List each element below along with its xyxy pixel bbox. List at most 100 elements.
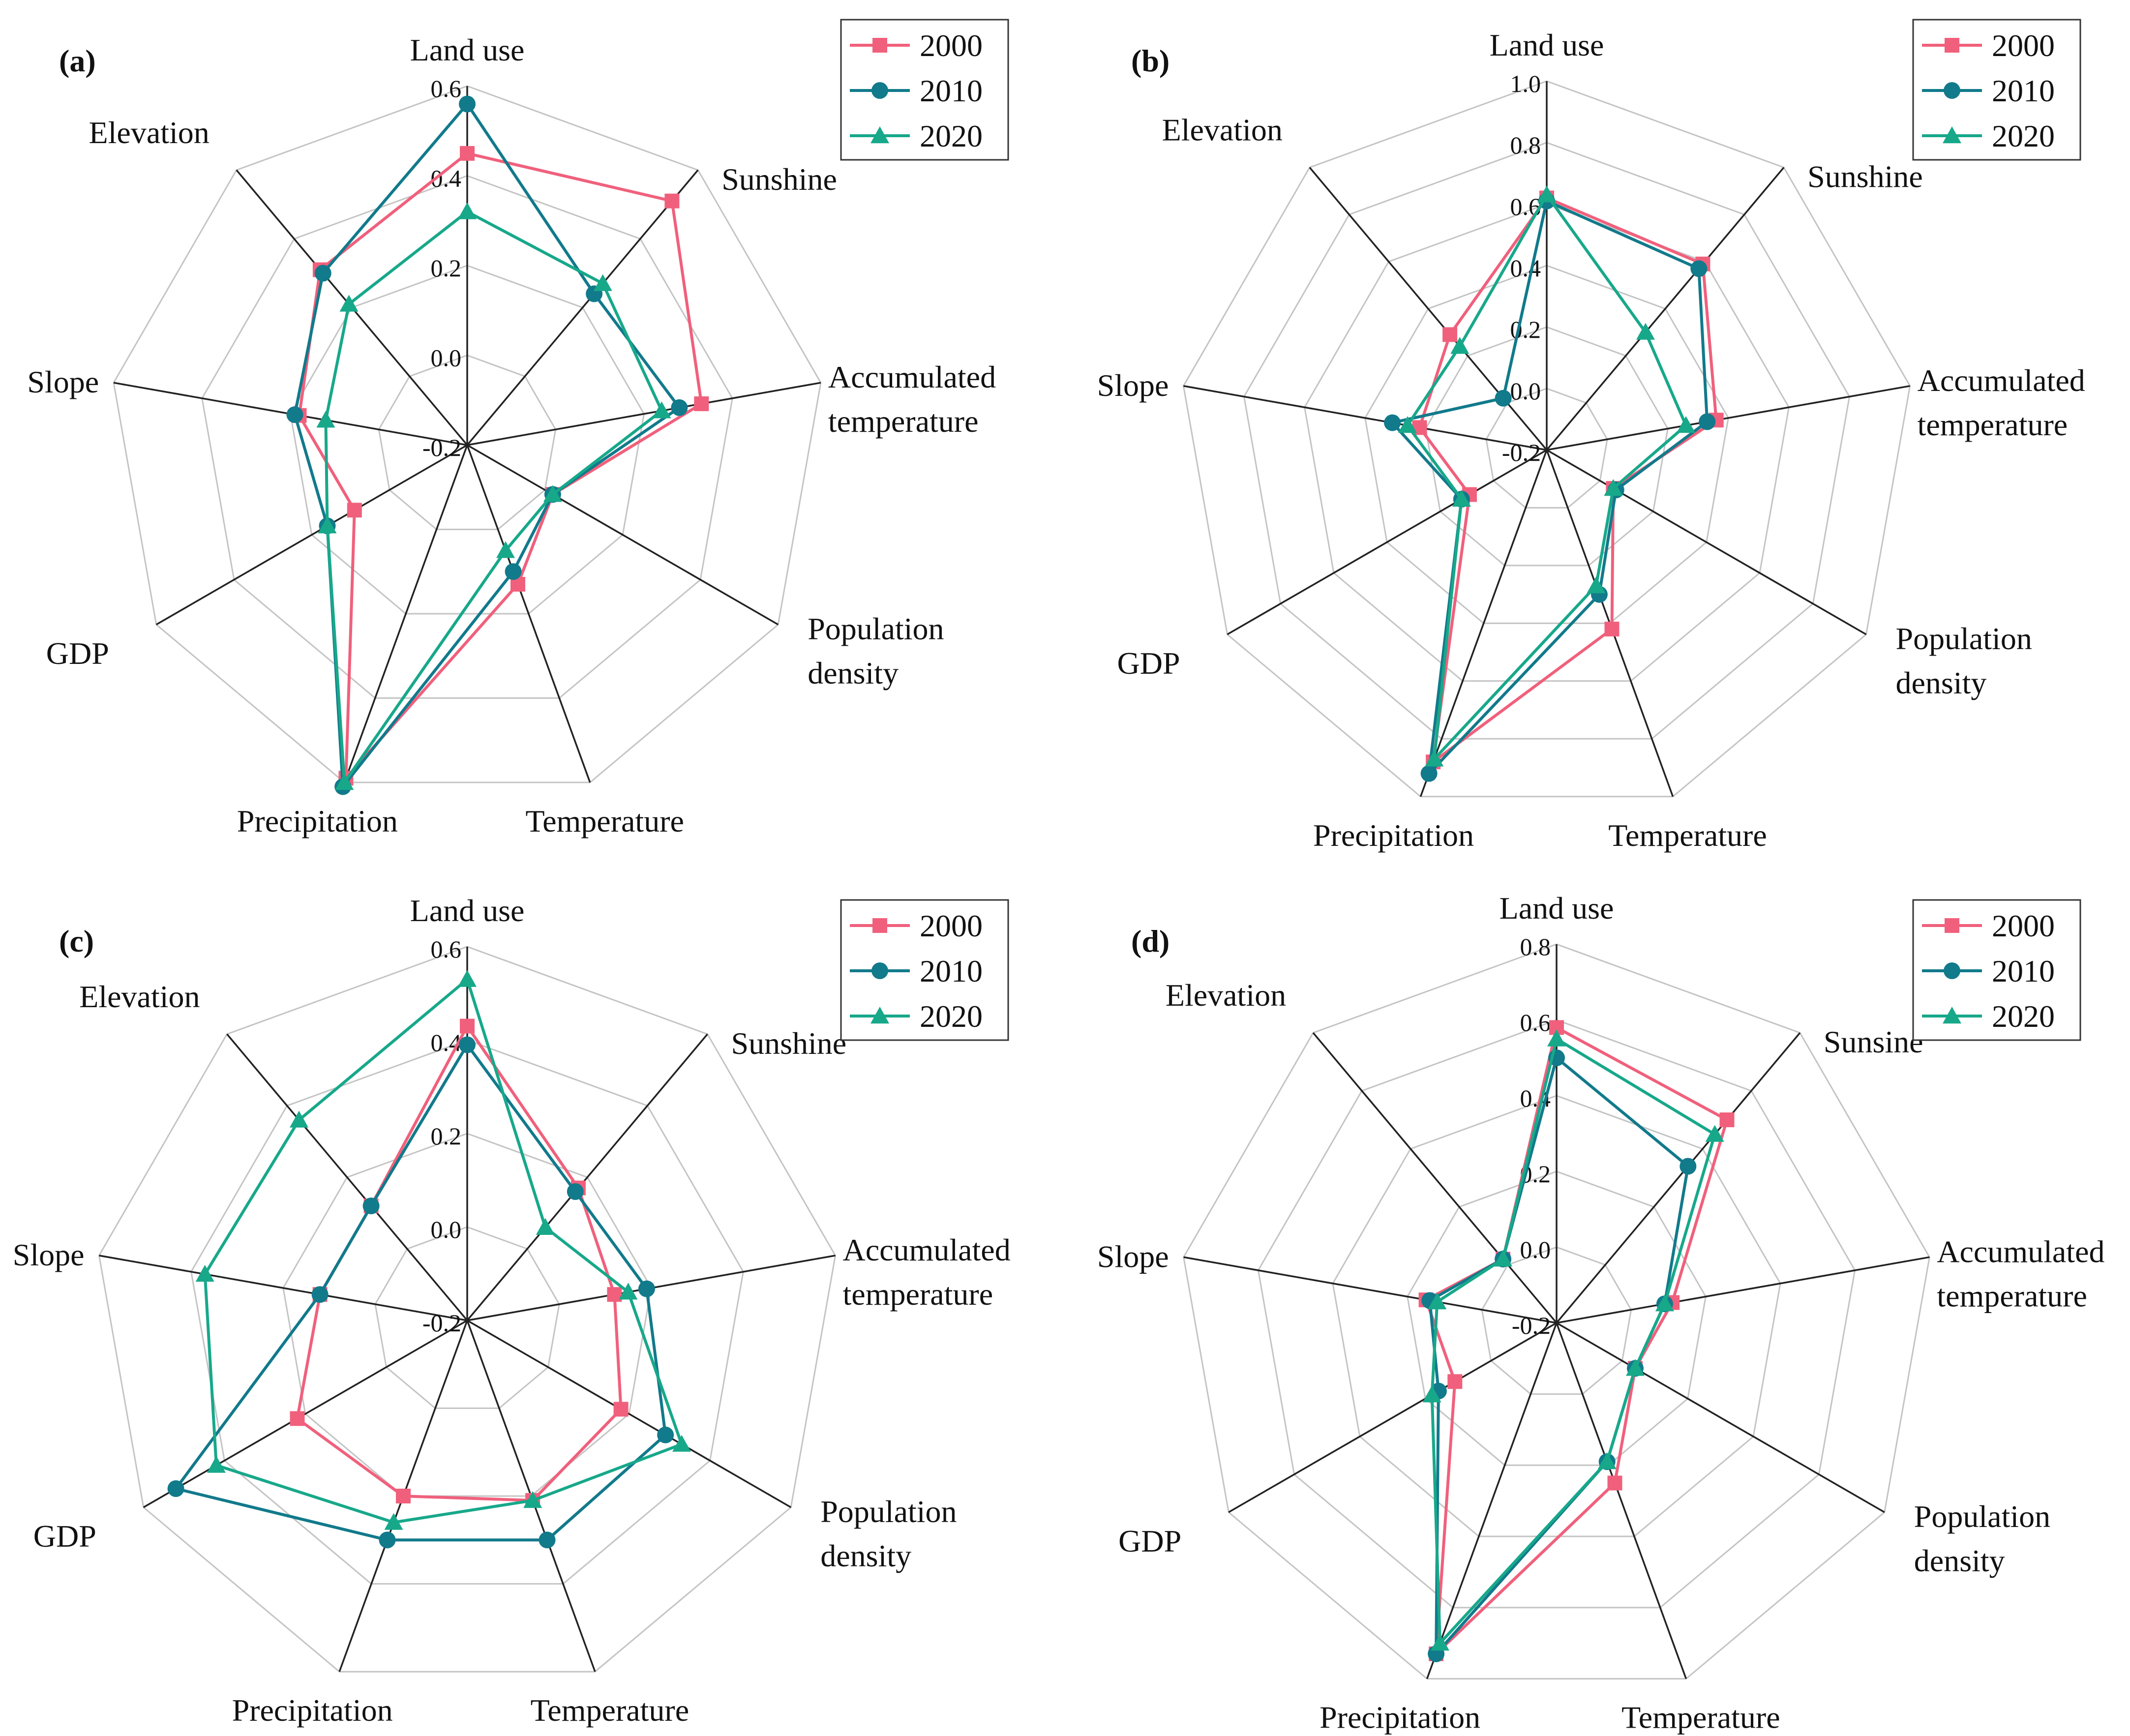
- axis-label-land-use: Land use: [1500, 891, 1614, 926]
- axis-spoke: [1426, 1322, 1558, 1679]
- data-point-2020-population-density: [543, 485, 562, 502]
- data-point-2010-population-density: [657, 1426, 674, 1443]
- data-point-2020-accumulated-temperature: [1655, 1294, 1674, 1312]
- axis-spoke: [466, 169, 699, 446]
- grid-ring: [1332, 1095, 1781, 1537]
- data-point-2020-sunshine: [1636, 323, 1655, 340]
- axis-label-precipitation: Precipitation: [1313, 818, 1474, 853]
- axis-label-line: density: [1896, 665, 1987, 700]
- data-point-2000-population-density: [613, 1402, 629, 1417]
- data-point-2020-slope: [316, 411, 335, 428]
- axis-spoke: [1546, 167, 1785, 451]
- axis-label-elevation: Elevation: [1162, 113, 1283, 148]
- data-point-2000-land-use: [460, 1018, 475, 1034]
- data-point-2010-slope: [311, 1286, 329, 1303]
- series-line-2020: [324, 210, 663, 784]
- data-point-2010-elevation: [1495, 389, 1512, 407]
- legend-marker-2010: [871, 82, 888, 99]
- axis-spoke: [1546, 449, 1867, 635]
- legend-marker-2010: [871, 962, 888, 979]
- legend-item-2010: 2010: [850, 954, 983, 988]
- grid-ring: [190, 1039, 744, 1585]
- axis-label-temperature: Temperature: [1608, 818, 1767, 853]
- data-point-2000-gdp: [290, 1411, 305, 1426]
- axis-spoke: [1546, 385, 1910, 451]
- axis-label-line: density: [820, 1538, 911, 1573]
- axis-spoke: [467, 382, 821, 446]
- data-point-2020-population-density: [1604, 479, 1623, 496]
- axis-label-slope: Slope: [1097, 1239, 1169, 1274]
- legend-label-2020: 2020: [920, 119, 983, 153]
- axis-spoke: [467, 444, 779, 626]
- tick-label: 0.0: [431, 1216, 462, 1243]
- legend-marker-2000: [1945, 918, 1959, 933]
- axis-label-precipitation: Precipitation: [232, 1693, 393, 1728]
- axis-label-gdp: GDP: [1117, 646, 1180, 681]
- data-point-2010-land-use: [459, 1036, 476, 1053]
- legend-label-2020: 2020: [1992, 999, 2055, 1034]
- legend-item-2010: 2010: [850, 73, 983, 108]
- axis-spoke: [1556, 1256, 1930, 1324]
- axis-spoke: [155, 444, 468, 626]
- series-line-2010: [1391, 199, 1709, 775]
- legend: 2000 2010 2020: [840, 19, 1009, 161]
- legend-item-2020: 2020: [850, 999, 983, 1034]
- data-point-2020-temperature: [1587, 576, 1606, 594]
- data-point-2010-accumulated-temperature: [638, 1280, 655, 1297]
- data-point-2020-precipitation: [1431, 1634, 1449, 1651]
- tick-label: -0.2: [422, 434, 461, 461]
- legend-marker-2020: [870, 1007, 889, 1024]
- axis-label-line: Population: [1914, 1499, 2050, 1534]
- panel-label: (a): [59, 43, 96, 78]
- data-point-2020-precipitation: [335, 773, 354, 790]
- data-point-2000-precipitation: [396, 1489, 411, 1504]
- grid-ring: [1364, 265, 1729, 624]
- axis-spoke: [143, 1319, 468, 1508]
- axis-label-elevation: Elevation: [89, 115, 210, 150]
- grid-ring: [113, 85, 822, 783]
- axis-spoke: [1183, 1256, 1557, 1324]
- legend-label-2010: 2010: [920, 954, 983, 988]
- legend-marker-2000: [872, 918, 887, 933]
- panel-label: (b): [1131, 43, 1170, 78]
- series-2000: [1412, 190, 1724, 770]
- axis-label-temperature: Temperature: [1621, 1700, 1780, 1735]
- axis-label-elevation: Elevation: [79, 979, 200, 1014]
- data-point-2020-slope: [1428, 1292, 1447, 1310]
- tick-label: 0.2: [431, 1122, 462, 1150]
- tick-label: 0.6: [1520, 1009, 1551, 1036]
- legend-label-2000: 2000: [920, 28, 983, 63]
- series-line-2000: [1418, 196, 1718, 764]
- axis-label-line: Accumulated: [843, 1232, 1011, 1267]
- data-point-2010-precipitation: [379, 1531, 396, 1549]
- legend-label-2020: 2020: [920, 999, 983, 1034]
- data-point-2020-land-use: [458, 970, 477, 987]
- data-point-2020-sunshine: [593, 274, 612, 291]
- axis-spoke: [99, 1255, 468, 1321]
- tick-label: 0.8: [1520, 933, 1551, 960]
- series-2020: [316, 202, 671, 790]
- series-line-2010: [174, 1043, 667, 1542]
- data-point-2000-temperature: [1607, 1475, 1622, 1491]
- data-point-2020-accumulated-temperature: [1677, 416, 1696, 433]
- axis-label-line: density: [808, 656, 899, 690]
- legend-item-2000: 2000: [1922, 908, 2055, 943]
- axis-label-land-use: Land use: [410, 32, 525, 67]
- axis-spoke: [1556, 1322, 1885, 1513]
- data-point-2020-land-use: [1537, 185, 1556, 203]
- data-point-2000-accumulated-temperature: [694, 396, 709, 411]
- data-point-2020-gdp: [318, 516, 337, 534]
- series-2020: [1398, 185, 1696, 767]
- grid-ring: [1243, 142, 1851, 740]
- series-2010: [286, 95, 688, 795]
